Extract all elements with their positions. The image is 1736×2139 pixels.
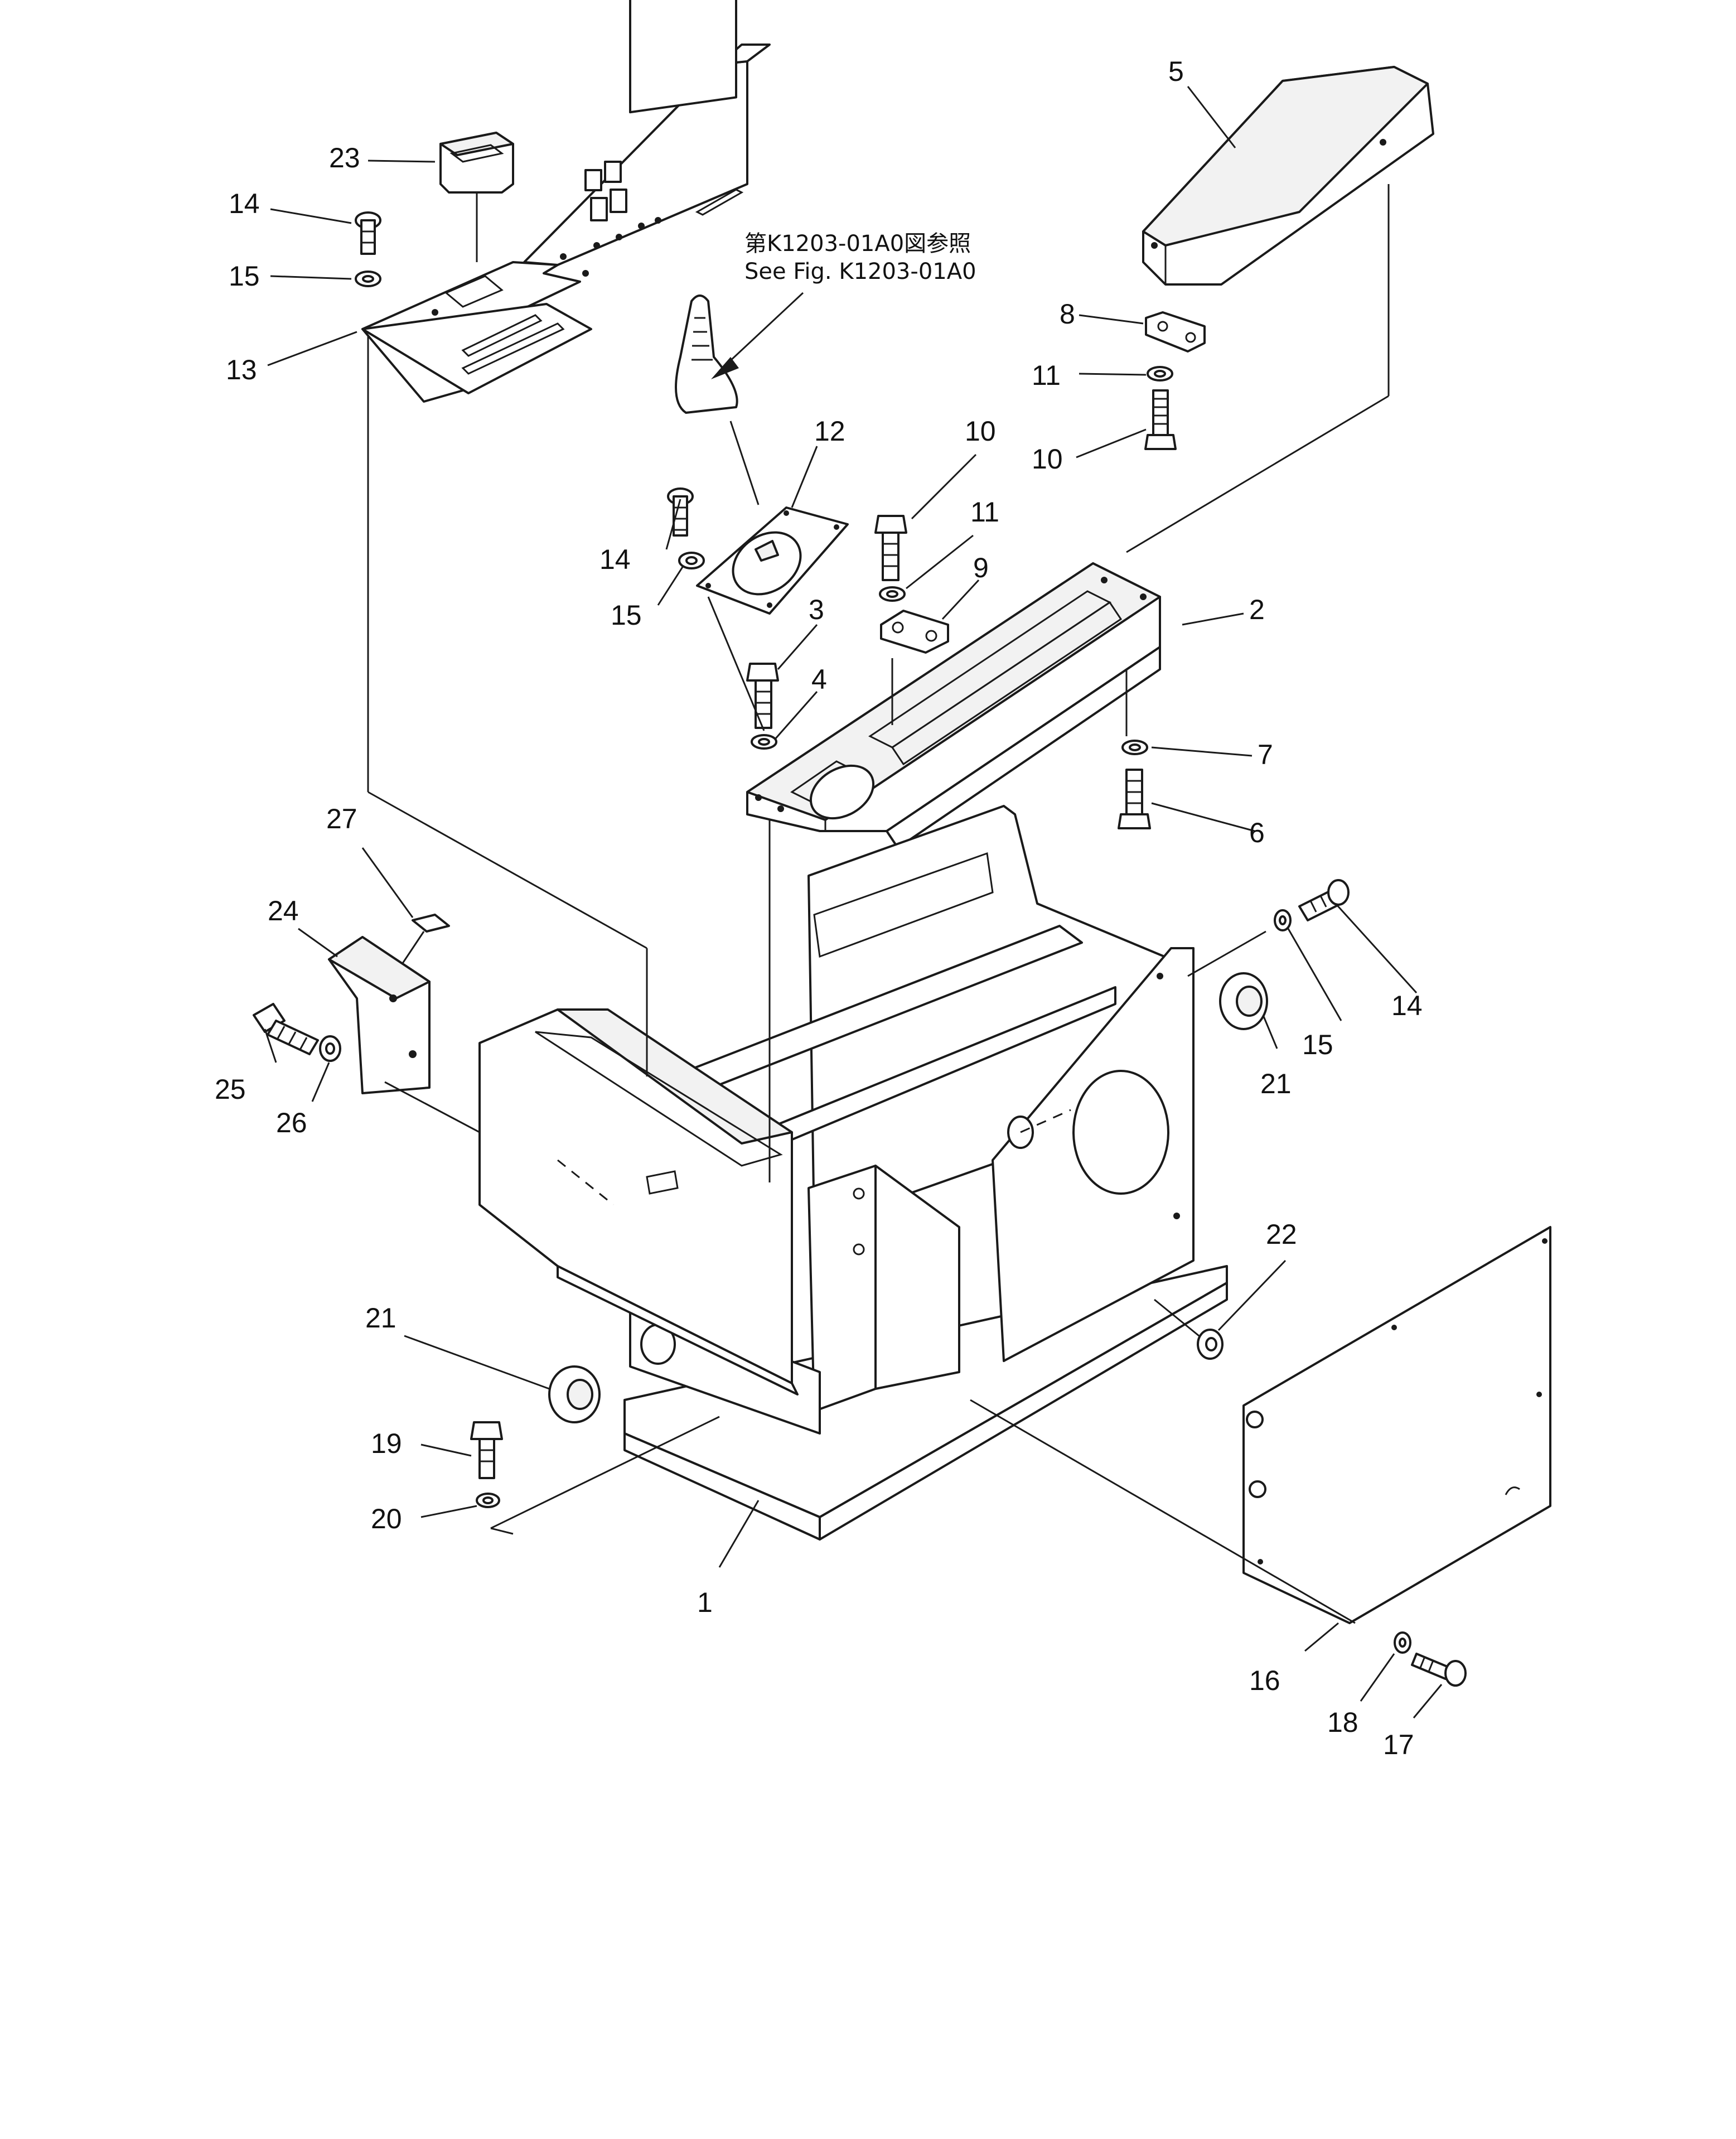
reference-note-jp: 第K1203-01A0図参照: [744, 231, 971, 257]
callout-1: 1: [697, 1587, 713, 1618]
callout-25: 25: [215, 1074, 246, 1105]
callout-10-top-right: 10: [1032, 443, 1063, 475]
part-24-bracket: [328, 936, 431, 1094]
part-22-grommet-small: [1197, 1329, 1224, 1360]
callout-10-center: 10: [965, 416, 996, 447]
reference-note-en: See Fig. K1203-01A0: [744, 259, 976, 284]
callout-16: 16: [1249, 1665, 1280, 1696]
part-8-bracket: [1145, 311, 1206, 353]
callout-21-right: 21: [1260, 1068, 1292, 1099]
reference-arrow: [711, 292, 804, 379]
front-cover: [478, 1008, 799, 1396]
part-9-bracket: [880, 610, 949, 654]
part-15-washer-mid: [678, 552, 705, 569]
callout-21-left: 21: [365, 1302, 396, 1334]
callout-8: 8: [1060, 298, 1075, 330]
part-11-washer-center: [879, 586, 906, 602]
callout-11-top-right: 11: [1032, 360, 1061, 391]
part-14-screw-right: [1298, 879, 1350, 921]
assembly-lines: [367, 184, 1390, 1624]
part-26-washer: [319, 1035, 341, 1062]
part-12-boot-plate: [696, 506, 849, 615]
part-4-washer: [751, 734, 777, 750]
part-13-console-plate: [361, 0, 771, 403]
part-16-side-cover: [1242, 1226, 1551, 1624]
callout-18: 18: [1327, 1707, 1358, 1738]
part-2-upper-frame: [746, 562, 1161, 849]
part-15-washer-top-left: [355, 271, 381, 287]
part-23-switch-box: [439, 132, 514, 262]
callout-7: 7: [1258, 739, 1273, 770]
callout-14-top-left: 14: [229, 188, 260, 219]
callout-17: 17: [1383, 1729, 1414, 1760]
callout-23: 23: [329, 142, 360, 173]
part-5-armrest-pad: [1142, 66, 1434, 286]
callout-2: 2: [1249, 594, 1265, 625]
callout-19: 19: [371, 1428, 402, 1459]
callout-22: 22: [1266, 1219, 1297, 1250]
part-17-bolt: [1411, 1653, 1467, 1687]
gear-lever-boot: [675, 294, 738, 414]
callout-20: 20: [371, 1503, 402, 1534]
callout-12: 12: [814, 416, 845, 447]
part-10-bolt-top-right: [1144, 389, 1177, 450]
callout-11-center: 11: [970, 496, 999, 528]
part-7-washer: [1121, 740, 1148, 755]
callout-24: 24: [268, 895, 299, 926]
callout-13: 13: [226, 354, 257, 385]
part-1-main-frame: [623, 805, 1228, 1541]
callout-26: 26: [276, 1107, 307, 1138]
callout-27: 27: [326, 803, 357, 834]
callout-6: 6: [1249, 817, 1265, 848]
part-11-washer-top-right: [1147, 366, 1173, 382]
part-6-bolt: [1118, 769, 1151, 829]
callout-14-right: 14: [1391, 990, 1423, 1021]
part-10-bolt-center: [874, 515, 907, 581]
callout-leaders: [264, 86, 1443, 1718]
part-25-bolt: [253, 1003, 319, 1055]
part-14-screw-top-left: [355, 211, 381, 255]
callout-9: 9: [973, 552, 989, 583]
callout-3: 3: [809, 594, 824, 625]
part-21-grommet-right: [1219, 972, 1268, 1030]
part-3-bolt: [746, 663, 779, 729]
part-20-washer: [476, 1493, 500, 1508]
part-15-washer-right: [1274, 909, 1292, 931]
part-19-bolt: [470, 1421, 503, 1479]
callout-15-center: 15: [611, 600, 642, 631]
part-21-grommet-left: [548, 1365, 601, 1423]
part-18-washer: [1394, 1631, 1411, 1654]
callout-14-center: 14: [599, 544, 631, 575]
callout-4: 4: [811, 664, 827, 695]
callout-15-top-left: 15: [229, 260, 260, 292]
callout-15-right: 15: [1302, 1029, 1333, 1060]
part-27-clip: [400, 914, 450, 965]
callout-5: 5: [1168, 56, 1184, 87]
